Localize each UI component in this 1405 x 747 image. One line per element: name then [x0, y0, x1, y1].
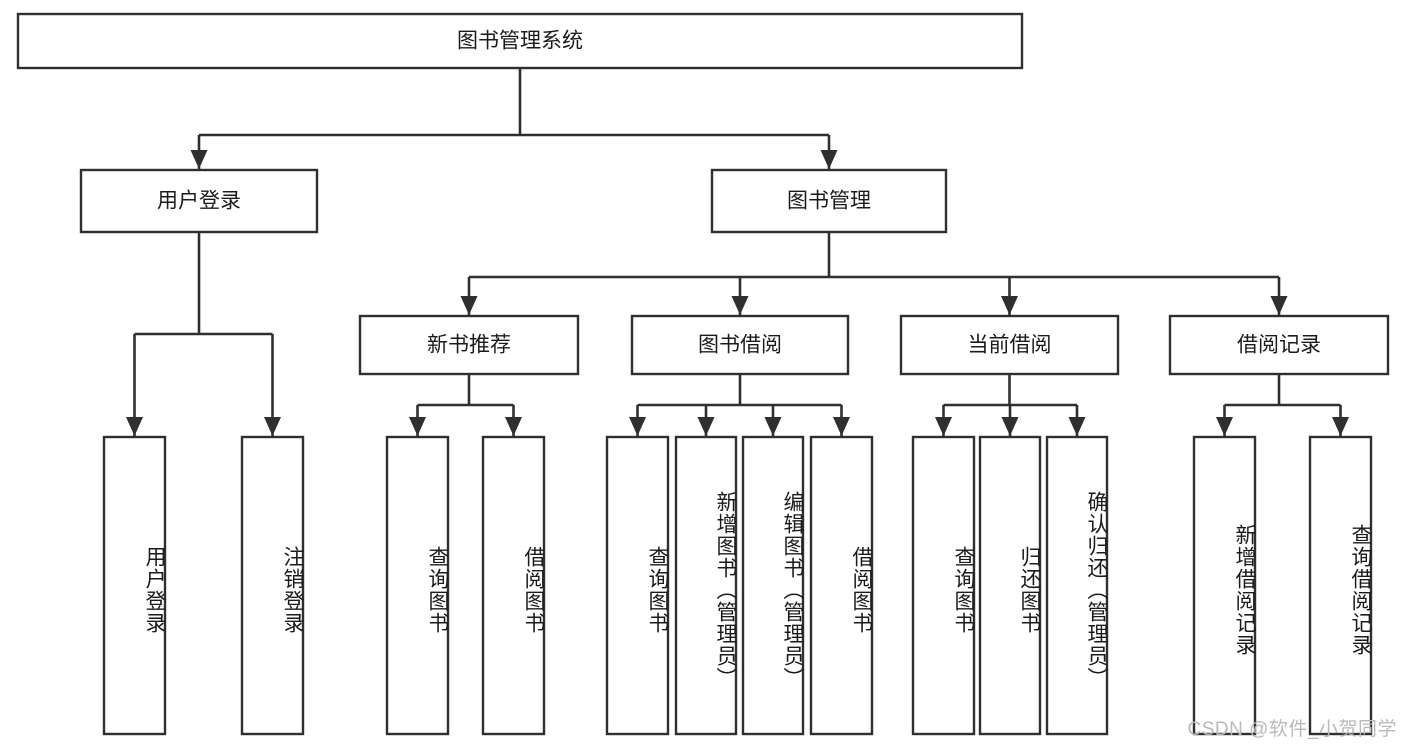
arrow-head-icon	[935, 417, 952, 436]
arrow-head-icon	[409, 417, 426, 436]
arrow-head-icon	[1001, 296, 1018, 315]
arrow-head-icon	[764, 417, 782, 436]
node-user-login-label: 用户登录	[157, 190, 241, 213]
node-leaf-return-book[interactable]	[978, 435, 1042, 736]
arrow-head-icon	[1068, 417, 1086, 436]
node-book-borrow-label: 图书借阅	[698, 334, 782, 357]
node-borrow-record-label: 借阅记录	[1237, 334, 1321, 357]
node-book-manage-label: 图书管理	[787, 190, 871, 213]
arrow-head-icon	[126, 417, 143, 436]
node-leaf-logout[interactable]	[240, 435, 305, 736]
node-book-borrow[interactable]	[630, 314, 850, 376]
watermark-text: CSDN @软件_小贺同学	[1187, 719, 1397, 740]
node-borrow-record[interactable]	[1168, 314, 1390, 376]
node-leaf-user-login[interactable]	[102, 435, 167, 736]
node-leaf-query-book-rec[interactable]	[385, 435, 450, 736]
arrow-head-icon	[1332, 417, 1349, 436]
node-leaf-query-record[interactable]	[1308, 435, 1373, 736]
node-leaf-borrow-book-rec[interactable]	[481, 435, 546, 736]
node-root-label: 图书管理系统	[457, 30, 583, 53]
arrow-head-icon	[1270, 296, 1288, 315]
arrow-head-icon	[264, 417, 281, 436]
node-leaf-query-book-borrow[interactable]	[605, 435, 670, 736]
arrow-head-icon	[731, 296, 749, 315]
node-current-borrow-label: 当前借阅	[968, 334, 1052, 357]
node-leaf-edit-book[interactable]	[741, 435, 805, 736]
arrow-head-icon	[629, 417, 646, 436]
connector-layer	[126, 68, 1349, 436]
node-current-borrow[interactable]	[899, 314, 1120, 376]
node-leaf-borrow-book[interactable]	[809, 435, 874, 736]
node-leaf-confirm-return[interactable]	[1045, 435, 1109, 736]
node-new-book-recommend-label: 新书推荐	[427, 334, 511, 357]
node-leaf-add-book[interactable]	[674, 435, 738, 736]
node-leaf-add-record[interactable]	[1192, 435, 1257, 736]
arrow-head-icon	[833, 417, 850, 436]
arrow-head-icon	[697, 417, 715, 436]
node-book-manage[interactable]	[710, 168, 948, 234]
node-leaf-query-book-cur[interactable]	[911, 435, 976, 736]
node-root[interactable]	[16, 12, 1024, 70]
arrow-head-icon	[505, 417, 522, 436]
arrow-head-icon	[1001, 417, 1019, 436]
arrow-head-icon	[1216, 417, 1233, 436]
node-new-book-recommend[interactable]	[358, 314, 580, 376]
node-user-login[interactable]	[79, 168, 319, 234]
node-box-layer	[16, 12, 1390, 736]
arrow-head-icon	[190, 150, 208, 169]
arrow-head-icon	[820, 150, 838, 169]
arrow-head-icon	[460, 296, 478, 315]
